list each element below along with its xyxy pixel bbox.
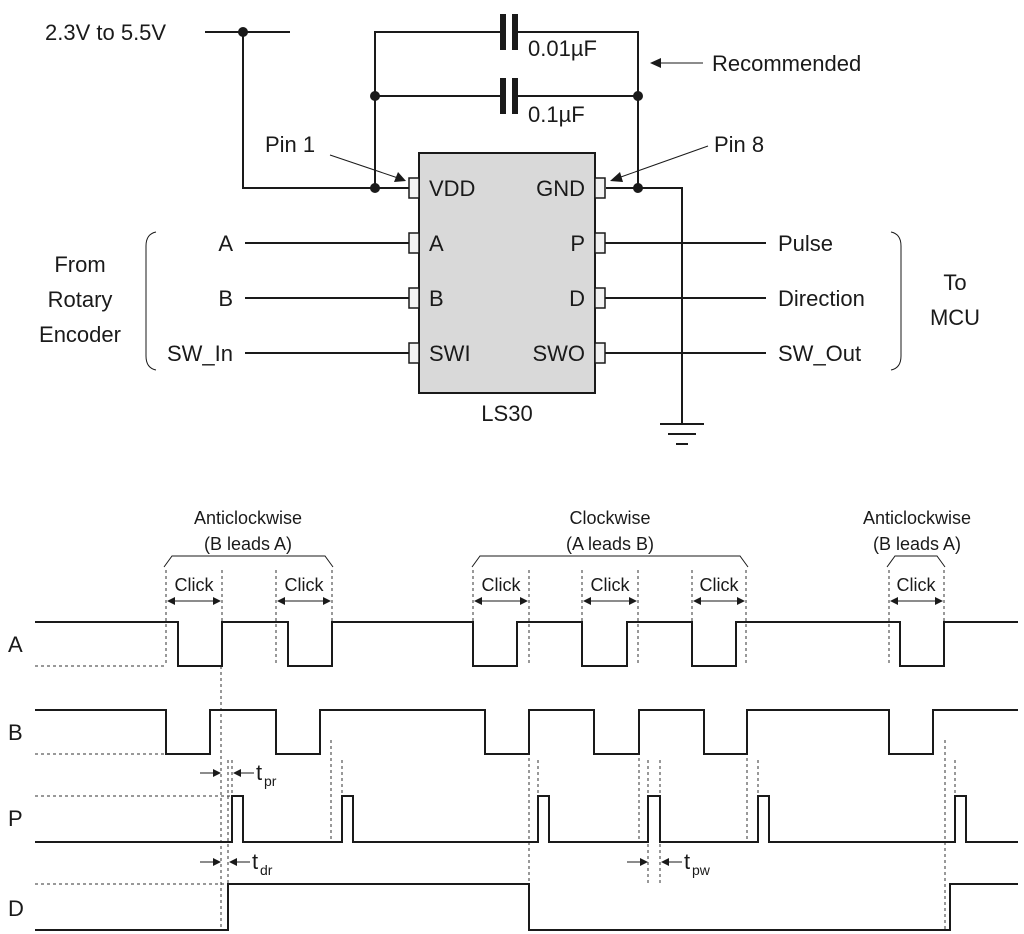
source-label-line: From <box>54 252 105 277</box>
recommended-arrowhead <box>650 58 661 68</box>
chip-pin-p <box>594 232 606 254</box>
source-label-line: Encoder <box>39 322 121 347</box>
param-subscript: pr <box>264 773 277 789</box>
cap2-label: 0.1µF <box>528 102 585 127</box>
signal-label: B <box>8 720 23 745</box>
dest-label-line: To <box>943 270 966 295</box>
group-subtitle: (B leads A) <box>873 534 961 554</box>
group-title: Anticlockwise <box>194 508 302 528</box>
param-symbol: t <box>684 849 690 874</box>
chip-pin-label: D <box>569 286 585 311</box>
signal-label: A <box>8 632 23 657</box>
chip-body <box>418 152 596 394</box>
waveform-b <box>35 709 1018 755</box>
click-label: Click <box>897 575 937 595</box>
chip-pin-label: SWO <box>532 341 585 366</box>
group-title: Clockwise <box>569 508 650 528</box>
cap1-label: 0.01µF <box>528 36 597 61</box>
cap-junction-right <box>633 91 643 101</box>
chip-pin-a <box>408 232 420 254</box>
param-tdr: t dr <box>200 849 273 878</box>
chip-name: LS30 <box>481 401 532 426</box>
click-label: Click <box>285 575 325 595</box>
signal-label: P <box>8 806 23 831</box>
chip-pins-left <box>408 177 420 364</box>
param-tpr: t pr <box>200 760 277 789</box>
timing-diagram: Anticlockwise (B leads A) Clockwise (A l… <box>8 508 1018 931</box>
input-brace <box>145 231 157 371</box>
input-label-a: A <box>218 231 233 256</box>
supply-label: 2.3V to 5.5V <box>45 20 166 45</box>
chip-pin-gnd <box>594 177 606 199</box>
group-bracket <box>886 555 946 568</box>
chip-pin-d <box>594 287 606 309</box>
input-label-b: B <box>218 286 233 311</box>
pin8-label: Pin 8 <box>714 132 764 157</box>
chip-pin-vdd <box>408 177 420 199</box>
chip-pin-label: P <box>570 231 585 256</box>
param-subscript: pw <box>692 862 711 878</box>
click-label: Click <box>591 575 631 595</box>
output-label-pulse: Pulse <box>778 231 833 256</box>
click-label: Click <box>700 575 740 595</box>
chip-pins-right <box>594 177 606 364</box>
click-interval: Click <box>472 570 530 666</box>
cap-junction-left <box>370 91 380 101</box>
source-label-line: Rotary <box>48 287 113 312</box>
group-subtitle: (A leads B) <box>566 534 654 554</box>
param-symbol: t <box>252 849 258 874</box>
pin1-arrowhead <box>394 172 406 182</box>
timing-guides <box>35 665 956 930</box>
cap-rail-right-top <box>518 31 639 188</box>
param-symbol: t <box>256 760 262 785</box>
gnd-junction <box>633 183 643 193</box>
output-label-direction: Direction <box>778 286 865 311</box>
waveform-d <box>35 883 1018 931</box>
pin1-arrow <box>329 154 399 179</box>
pin1-label: Pin 1 <box>265 132 315 157</box>
click-interval: Click <box>581 570 639 666</box>
click-interval: Click <box>275 570 333 666</box>
chip-pin-label: GND <box>536 176 585 201</box>
waveform-p <box>35 795 1018 843</box>
click-label: Click <box>482 575 522 595</box>
param-subscript: dr <box>260 862 273 878</box>
chip-pin-swo <box>594 342 606 364</box>
click-label: Click <box>175 575 215 595</box>
waveform-a <box>35 621 1018 667</box>
chip-pin-b <box>408 287 420 309</box>
chip-pin-swi <box>408 342 420 364</box>
chip-pin-label: SWI <box>429 341 471 366</box>
cap-rail-left-top <box>374 31 500 188</box>
group-subtitle: (B leads A) <box>204 534 292 554</box>
group-title: Anticlockwise <box>863 508 971 528</box>
click-interval: Click <box>165 570 223 666</box>
vdd-wire <box>242 32 410 189</box>
click-interval: Click <box>888 570 945 666</box>
chip-pin-label: A <box>429 231 444 256</box>
recommended-label: Recommended <box>712 51 861 76</box>
pin8-arrow <box>617 145 709 179</box>
click-interval: Click <box>691 570 747 666</box>
dest-label-line: MCU <box>930 305 980 330</box>
click-intervals: Click Click Click <box>165 570 945 666</box>
param-tpw: t pw <box>627 849 711 878</box>
output-brace <box>890 231 902 371</box>
gnd-wire <box>606 187 683 424</box>
chip-pin-label: VDD <box>429 176 475 201</box>
group-bracket <box>471 555 749 568</box>
pin8-arrowhead <box>610 172 623 182</box>
schematic: 2.3V to 5.5V 0.01µF 0.1µF Recommended Pi… <box>39 14 980 445</box>
output-label-sw: SW_Out <box>778 341 861 366</box>
input-label-sw: SW_In <box>167 341 233 366</box>
chip-pin-label: B <box>429 286 444 311</box>
group-bracket <box>163 555 334 568</box>
signal-label: D <box>8 896 24 921</box>
